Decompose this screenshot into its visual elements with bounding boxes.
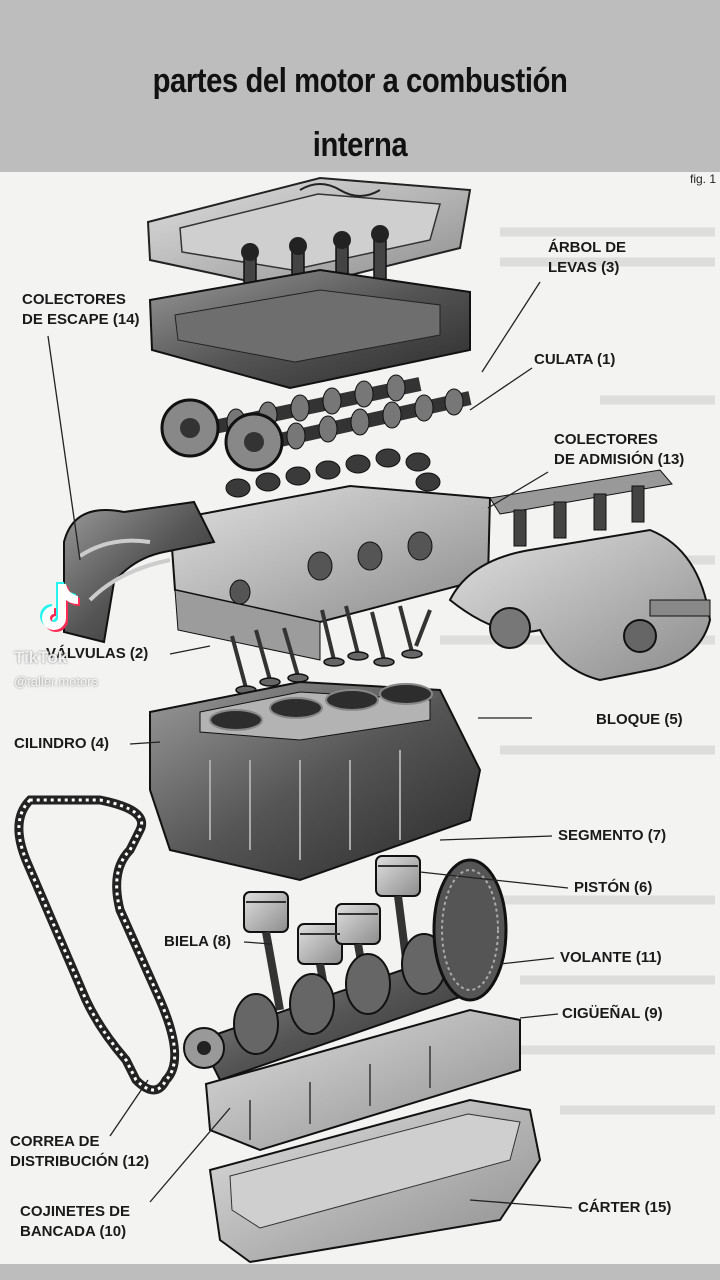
label-segmento: SEGMENTO (7)	[558, 827, 667, 844]
label-bloque: BLOQUE (5)	[596, 711, 683, 728]
label-correa-line1: CORREA DE	[10, 1133, 100, 1150]
label-cojinetes-line1: COJINETES DE	[20, 1203, 131, 1220]
tiktok-logo-icon	[40, 582, 80, 632]
fig-label: fig. 1	[690, 172, 717, 186]
label-colectores-escape-line1: COLECTORES	[22, 291, 126, 308]
tiktok-wordmark: TikTok	[14, 648, 68, 667]
label-correa-line2: DISTRIBUCIÓN (12)	[10, 1153, 150, 1170]
label-colectores-escape: COLECTORES DE ESCAPE (14)	[22, 290, 140, 330]
cylinder-head-upper	[148, 268, 471, 390]
title-line-1: partes del motor a combustión	[152, 62, 568, 100]
title-line-2: interna	[312, 126, 408, 164]
label-correa: CORREA DE DISTRIBUCIÓN (12)	[10, 1132, 149, 1172]
label-arbol-levas-line2: LEVAS (3)	[548, 259, 620, 276]
engine-illustration	[14, 176, 715, 1264]
label-volante: VOLANTE (11)	[560, 949, 662, 966]
label-arbol-levas-line1: ÁRBOL DE	[548, 239, 627, 256]
cylinder-head	[168, 484, 492, 661]
exhaust-manifold	[63, 500, 216, 644]
label-cojinetes-line2: BANCADA (10)	[20, 1223, 127, 1240]
header: partes del motor a combustión interna	[0, 0, 720, 172]
diagram-sheet: fig. 1	[0, 172, 720, 1264]
label-ciguenal: CIGÜEÑAL (9)	[562, 1005, 663, 1022]
label-colectores-admision: COLECTORES DE ADMISIÓN (13)	[554, 430, 684, 470]
leader-lines	[47, 281, 573, 1209]
engine-block	[149, 680, 482, 882]
label-carter: CÁRTER (15)	[578, 1199, 672, 1216]
label-colectores-admision-line1: COLECTORES	[554, 431, 658, 448]
tiktok-handle: @taller.motors	[14, 674, 98, 689]
label-valvulas: VÁLVULAS (2)	[46, 645, 149, 662]
label-biela: BIELA (8)	[164, 933, 231, 950]
label-colectores-escape-line2: DE ESCAPE (14)	[22, 311, 140, 328]
oil-pan	[208, 1098, 542, 1264]
tappets	[225, 448, 441, 498]
intake-manifold	[448, 469, 712, 682]
label-cojinetes: COJINETES DE BANCADA (10)	[20, 1202, 130, 1242]
label-culata: CULATA (1)	[534, 351, 616, 368]
label-cilindro: CILINDRO (4)	[14, 735, 109, 752]
camshafts	[160, 374, 472, 472]
valves	[230, 605, 432, 695]
label-piston: PISTÓN (6)	[574, 879, 653, 896]
flywheel	[432, 858, 508, 1002]
bottom-bar	[0, 1264, 720, 1280]
label-arbol-levas: ÁRBOL DE LEVAS (3)	[548, 238, 626, 278]
crankshaft	[183, 933, 482, 1082]
timing-belt	[14, 795, 180, 1095]
label-colectores-admision-line2: DE ADMISIÓN (13)	[554, 451, 685, 468]
main-bearings	[204, 1008, 521, 1152]
